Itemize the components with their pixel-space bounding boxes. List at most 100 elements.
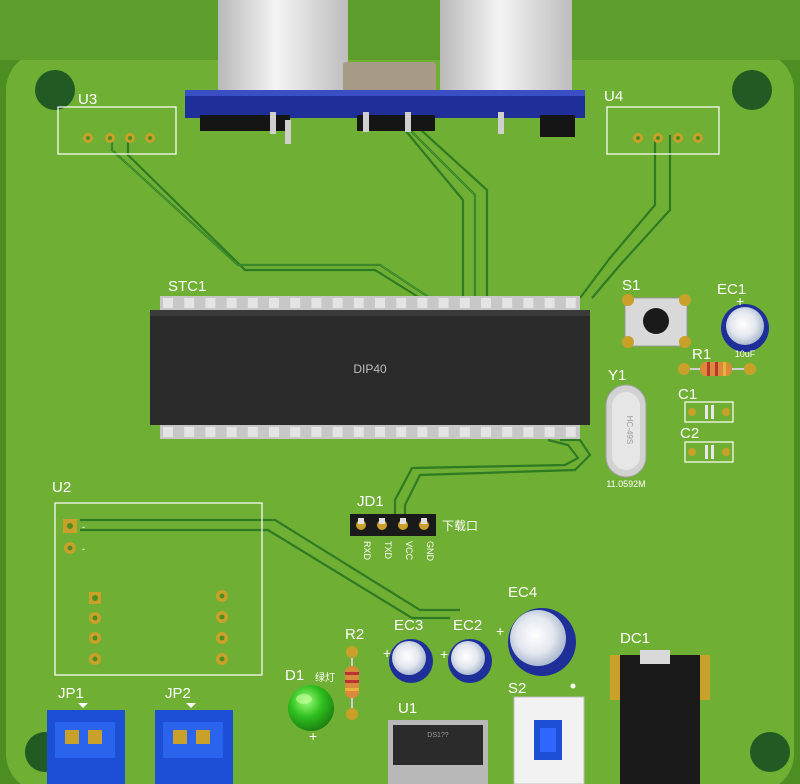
ec3-capacitor [389,639,433,683]
jd1-label: JD1 [357,493,384,510]
dip-pin [184,427,195,437]
jp1-connector [47,703,125,784]
mount-hole-tr [732,70,772,110]
ultrasonic-module [185,0,585,144]
dip-pin [311,427,322,437]
dip-pin [226,427,237,437]
stc1-chip [150,296,590,439]
ec3-label: EC3 [394,617,423,634]
ec1-capacitor [721,304,769,352]
dc1-label: DC1 [620,630,650,647]
u1-regulator: DS1?? [388,720,488,784]
r2-resistor [345,646,359,720]
s1-label: S1 [622,277,640,294]
y1-crystal: HC-49S [605,384,647,478]
s2-switch [513,683,585,784]
dip-pin [332,298,343,308]
ec1-value: 10uF [735,349,756,359]
c2-capacitor [684,441,734,463]
s2-label: S2 [508,680,526,697]
ec4-label: EC4 [508,584,537,601]
dip-pin [438,427,449,437]
dip-pin [544,427,555,437]
svg-text:DS1??: DS1?? [427,732,449,739]
dip-pin [523,298,534,308]
jd1-pin-rxd: RXD [362,541,372,561]
dip-pin [459,298,470,308]
dip-pin [269,427,279,437]
jd1-pin-txd: TXD [383,541,393,560]
svg-text:-: - [82,522,85,532]
dip-pin [205,427,216,437]
dip-pin [459,427,470,437]
d1-label: D1 [285,667,304,684]
dip-pin [375,427,385,437]
dip-pin [565,427,576,437]
dip-pin [417,427,428,437]
dip-pin [247,298,258,308]
svg-text:-: - [82,544,85,554]
ec4-polarity: + [496,623,504,639]
u3-label: U3 [78,91,97,108]
c1-capacitor [684,401,734,423]
dip-pin [481,298,491,308]
dip-pin [332,427,343,437]
jd1-pin-gnd: GND [425,541,435,562]
dc1-jack [610,650,710,784]
ec1-label: EC1 [717,281,746,298]
dip-pin [565,298,576,308]
c2-label: C2 [680,425,699,442]
dip-pin [375,298,385,308]
y1-frequency: 11.0592M [606,479,645,489]
dip-pin [226,298,237,308]
dip-pin [184,298,195,308]
dip-pin [290,427,301,437]
r1-resistor [678,362,756,376]
stc1-package-label: DIP40 [353,362,387,376]
jp1-label: JP1 [58,685,84,702]
dip-pin [396,298,407,308]
dip-pin [481,427,491,437]
dip-pin [502,427,513,437]
ec3-polarity: + [383,645,391,661]
dip-pin [502,298,513,308]
board-top-strip [0,0,800,60]
dip-pin [205,298,216,308]
u2-label: U2 [52,479,71,496]
s1-switch [622,294,691,348]
c1-label: C1 [678,386,697,403]
d1-led [288,685,334,731]
dip-pin [353,298,364,308]
r2-label: R2 [345,626,364,643]
u2-footprint: - - [54,502,263,676]
dip-pin [544,298,555,308]
d1-polarity: + [309,728,317,744]
jd1-pin-vcc: VCC [404,541,414,561]
u4-label: U4 [604,88,623,105]
dip-pin [290,298,301,308]
dip-pin [269,298,279,308]
dip-pin [247,427,258,437]
dip-pin [163,427,173,437]
jd1-header [350,514,436,536]
ec2-label: EC2 [453,617,482,634]
jp2-connector [155,703,233,784]
mount-hole-br [750,732,790,772]
dip-pin [163,298,173,308]
stc1-label: STC1 [168,278,206,295]
jp2-label: JP2 [165,685,191,702]
u4-footprint [606,106,720,155]
dip-pin [417,298,428,308]
jd1-download-label: 下载口 [442,519,478,533]
d1-color-label: 绿灯 [315,671,335,684]
y1-label: Y1 [608,367,626,384]
dip-pin [396,427,407,437]
dip-pin [311,298,322,308]
mount-hole-tl [35,70,75,110]
r1-label: R1 [692,346,711,363]
svg-text:HC-49S: HC-49S [625,416,634,444]
u3-footprint [57,106,177,155]
dip-pin [438,298,449,308]
ec4-capacitor [508,608,576,676]
